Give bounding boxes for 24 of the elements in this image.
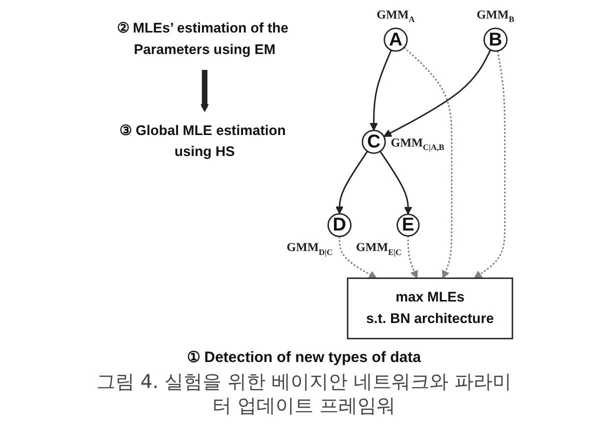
arrow — [338, 236, 377, 279]
node-circle: C — [362, 130, 386, 154]
node-annotation: GMM$_{B}$ — [476, 7, 514, 24]
figure-caption: 그림 4. 실험을 위한 베이지안 네트워크와 파라미터 업데이트 프레임워 — [95, 370, 513, 418]
arrow — [370, 50, 392, 131]
arrow — [407, 236, 418, 279]
arrow — [200, 70, 209, 112]
node-annotation: GMM$_{C|A,B}$ — [390, 135, 444, 152]
node-annotation: GMM$_{D|C}$ — [286, 240, 333, 257]
node-circle: E — [396, 214, 420, 237]
node-circle: B — [483, 28, 508, 52]
node-text: ③ Global MLE estimation using HS — [120, 122, 286, 160]
arrow — [383, 50, 492, 137]
arrow — [404, 46, 452, 279]
node-box: max MLEs s.t. BN architecture — [346, 278, 514, 340]
node-annotation: GMM$_{E|C}$ — [356, 240, 402, 257]
node-annotation: GMM$_{A}$ — [376, 7, 415, 24]
arrow — [474, 50, 506, 279]
step-annotation: ① Detection of new types of data — [187, 348, 421, 366]
arrow — [380, 150, 412, 215]
arrow — [335, 150, 368, 214]
node-text: ② MLEs’ estimation of the Parameters using EM — [116, 20, 288, 58]
node-circle: A — [384, 28, 408, 52]
node-circle: D — [327, 213, 352, 238]
